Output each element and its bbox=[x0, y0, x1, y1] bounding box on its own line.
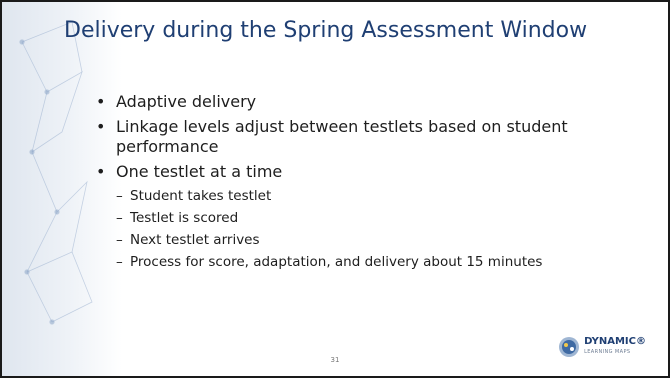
bullet-item: Linkage levels adjust between testlets b… bbox=[94, 117, 654, 157]
sub-bullet-item: Testlet is scored bbox=[116, 209, 654, 227]
sub-bullet-item: Next testlet arrives bbox=[116, 231, 654, 249]
bullet-item: One testlet at a time bbox=[94, 162, 654, 182]
logo-main-text: DYNAMIC® bbox=[584, 336, 646, 347]
slide-title: Delivery during the Spring Assessment Wi… bbox=[64, 18, 588, 43]
bullet-list: Adaptive delivery Linkage levels adjust … bbox=[94, 92, 654, 275]
sub-bullet-item: Process for score, adaptation, and deliv… bbox=[116, 253, 654, 271]
logo-text: DYNAMIC® LEARNING MAPS bbox=[584, 337, 646, 357]
logo-sub-text: LEARNING MAPS bbox=[584, 349, 631, 355]
page-number: 31 bbox=[330, 356, 340, 364]
bullet-item: Adaptive delivery bbox=[94, 92, 654, 112]
network-lines-icon bbox=[21, 21, 93, 323]
dynamic-learning-maps-logo: DYNAMIC® LEARNING MAPS bbox=[558, 336, 646, 358]
globe-logo-icon bbox=[559, 337, 580, 357]
sub-bullet-item: Student takes testlet bbox=[116, 187, 654, 205]
network-pattern-decoration bbox=[2, 2, 122, 376]
